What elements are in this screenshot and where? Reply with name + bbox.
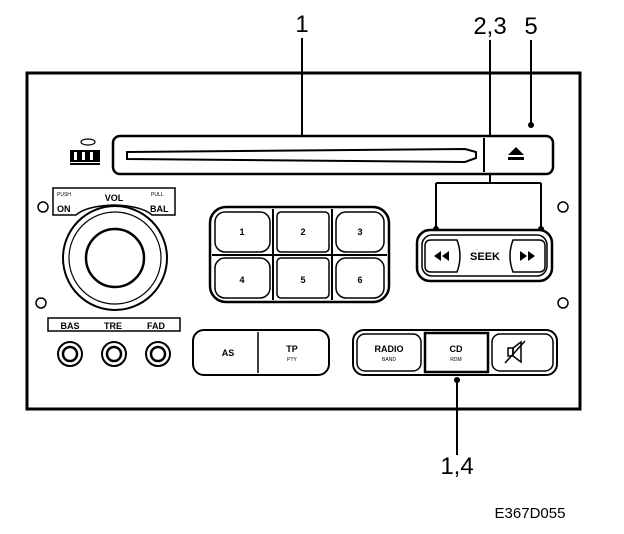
- screw-top-left: [37, 201, 49, 213]
- preset-button-6[interactable]: 6: [335, 257, 385, 299]
- tone-label-box: [47, 317, 181, 332]
- seek-label: SEEK: [470, 251, 500, 263]
- preset-label-2: 2: [300, 227, 305, 237]
- label-cd: CD: [450, 344, 463, 354]
- preset-label-3: 3: [357, 227, 362, 237]
- screws: [35, 201, 569, 309]
- seek-forward-button[interactable]: [509, 239, 546, 273]
- label-bas: BAS: [60, 321, 79, 331]
- rewind-icon: [434, 251, 449, 261]
- preset-label-5: 5: [300, 275, 305, 285]
- callout-1-4: 1,4: [440, 453, 473, 480]
- fader-knob[interactable]: [145, 341, 171, 367]
- eject-icon: [508, 147, 524, 160]
- preset-label-1: 1: [239, 227, 244, 237]
- label-bal: BAL: [150, 204, 169, 214]
- cd-button[interactable]: CD RDM: [423, 331, 490, 374]
- callout-dot-5: [528, 122, 534, 128]
- radio-button[interactable]: RADIO BAND: [356, 333, 422, 372]
- screw-bottom-right: [557, 297, 569, 309]
- seek-back-button[interactable]: [424, 239, 461, 273]
- label-on: ON: [57, 204, 71, 214]
- preset-button-1[interactable]: 1: [214, 211, 271, 253]
- label-tp: TP: [286, 344, 298, 354]
- preset-button-5[interactable]: 5: [276, 257, 330, 299]
- bass-knob[interactable]: [57, 341, 83, 367]
- label-tre: TRE: [104, 321, 122, 331]
- speaker-mute-icon: [504, 340, 526, 364]
- label-as: AS: [222, 348, 235, 358]
- label-fad: FAD: [147, 321, 166, 331]
- label-band: BAND: [382, 357, 396, 363]
- preset-button-3[interactable]: 3: [335, 211, 385, 253]
- preset-label-4: 4: [239, 275, 244, 285]
- callout-dot-14: [454, 377, 460, 383]
- label-pull: PULL: [151, 192, 164, 198]
- screw-bottom-left: [35, 297, 47, 309]
- cd-slot[interactable]: [126, 147, 477, 164]
- preset-label-6: 6: [357, 275, 362, 285]
- callout-5: 5: [524, 13, 537, 40]
- eject-button[interactable]: [486, 138, 551, 172]
- preset-button-4[interactable]: 4: [214, 257, 271, 299]
- label-rdm: RDM: [450, 357, 461, 363]
- callout-2-3: 2,3: [473, 13, 506, 40]
- label-push: PUSH: [57, 192, 71, 198]
- screw-top-right: [557, 201, 569, 213]
- tp-button[interactable]: TP PTY: [261, 334, 325, 371]
- callout-1: 1: [295, 11, 308, 38]
- label-radio: RADIO: [375, 344, 404, 354]
- treble-knob[interactable]: [101, 341, 127, 367]
- volume-knob[interactable]: [62, 205, 168, 311]
- label-vol: VOL: [105, 193, 124, 203]
- mute-button[interactable]: [491, 333, 554, 372]
- preset-button-2[interactable]: 2: [276, 211, 330, 253]
- as-button[interactable]: AS: [197, 334, 255, 371]
- label-pty: PTY: [287, 357, 297, 363]
- figure-id: E367D055: [495, 505, 566, 522]
- fast-forward-icon: [520, 251, 535, 261]
- cd-logo-icon: [70, 138, 100, 165]
